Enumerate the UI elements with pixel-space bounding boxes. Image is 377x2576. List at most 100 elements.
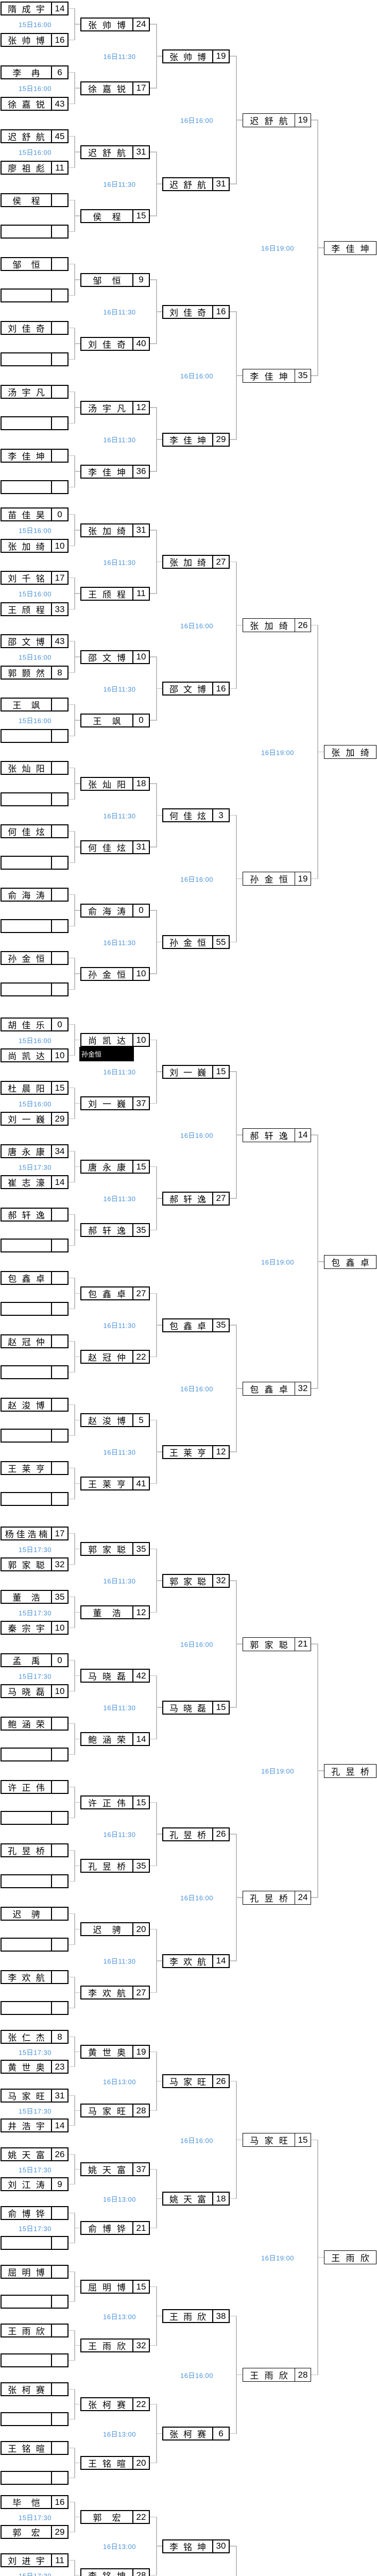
r1-slot-box[interactable]: 王铭暄 bbox=[1, 2441, 68, 2455]
section-winner-box[interactable]: 王雨欣 bbox=[324, 2250, 376, 2264]
r1-slot-box[interactable]: 李佳坤 bbox=[1, 449, 68, 463]
r1-slot-box[interactable]: 李欢航 bbox=[1, 1970, 68, 1984]
r1-slot-box[interactable] bbox=[1, 982, 68, 996]
r1-slot-box[interactable] bbox=[1, 1365, 68, 1379]
r2-winner-box[interactable]: 李铭坤28 bbox=[80, 2568, 150, 2576]
r1-slot-box[interactable] bbox=[1, 2353, 68, 2367]
r1-slot-box[interactable]: 迟骋 bbox=[1, 1907, 68, 1921]
r1-slot-box[interactable] bbox=[1, 729, 68, 743]
r1-slot-box[interactable]: 赵冠仲 bbox=[1, 1334, 68, 1348]
r1-slot-box[interactable] bbox=[1, 1874, 68, 1888]
section-winner-box[interactable]: 李佳坤 bbox=[324, 241, 376, 255]
r1-slot-box[interactable] bbox=[1, 289, 68, 302]
r1-slot-box[interactable]: 屈明博 bbox=[1, 2265, 68, 2279]
r1-slot-box[interactable] bbox=[1, 1938, 68, 1952]
section-winner-box[interactable]: 张加绮 bbox=[324, 745, 376, 759]
r1-slot-box[interactable] bbox=[1, 1748, 68, 1761]
r1-slot-box[interactable]: 张灿阳 bbox=[1, 761, 68, 775]
r1-slot-box[interactable]: 赵浚博 bbox=[1, 1398, 68, 1412]
r1-slot-box[interactable] bbox=[1, 480, 68, 494]
r1-slot-box[interactable]: 王莱亨 bbox=[1, 1461, 68, 1475]
r1-slot-box[interactable] bbox=[1, 919, 68, 933]
r1-slot-box[interactable] bbox=[1, 856, 68, 870]
r1-slot-box[interactable] bbox=[1, 2001, 68, 2015]
section-winner-box[interactable]: 包鑫卓 bbox=[324, 1255, 376, 1269]
r1-slot-box[interactable]: 许正伟 bbox=[1, 1780, 68, 1794]
r1-slot-box[interactable]: 俞博铧 bbox=[1, 2206, 68, 2220]
r1-slot-box[interactable] bbox=[1, 1239, 68, 1252]
r1-slot-box[interactable]: 汤宇凡 bbox=[1, 385, 68, 399]
r1-slot-box[interactable]: 何佳炫 bbox=[1, 824, 68, 838]
r1-slot-box[interactable] bbox=[1, 792, 68, 806]
